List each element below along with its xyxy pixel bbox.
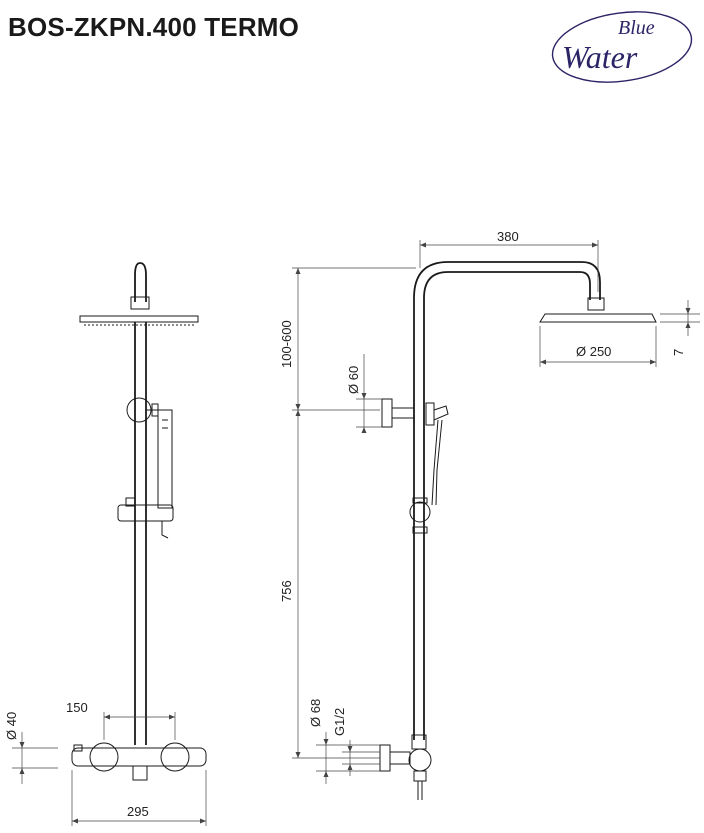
dim-holder-diameter: Ø 60 (346, 366, 361, 394)
logo-text-water: Water (562, 39, 638, 75)
product-title: BOS-ZKPN.400 TERMO (8, 12, 300, 42)
side-shower-head (539, 313, 657, 323)
dim-thread: G1/2 (332, 708, 347, 736)
dim-head-diameter: Ø 250 (576, 344, 611, 359)
side-holder-flange (381, 398, 393, 428)
logo-text-blue: Blue (618, 17, 655, 39)
side-hand-shower (433, 405, 449, 421)
dim-rail-height: 756 (279, 580, 294, 602)
blue-water-logo: Blue Water (551, 11, 693, 83)
dim-height-adjust: 100-600 (279, 320, 294, 368)
side-slider-knob (409, 501, 431, 523)
dim-head-thickness: 7 (671, 349, 686, 356)
front-right-handle (160, 742, 190, 772)
front-shower-head (79, 315, 199, 323)
front-gooseneck (134, 262, 147, 302)
side-head-connector (587, 297, 605, 311)
side-view: 380 Ø 250 7 100-600 Ø 60 (279, 229, 700, 800)
dim-arm-length: 380 (497, 229, 519, 244)
side-thermostat-knob (408, 748, 432, 772)
dim-front-diameter: Ø 40 (4, 712, 19, 740)
front-thermostat-body (71, 747, 207, 767)
front-view: 150 295 Ø 40 (4, 262, 207, 826)
front-slider-bracket (117, 504, 174, 522)
front-head-connector (130, 296, 150, 310)
front-outlet (132, 765, 148, 781)
dim-front-width-top: 150 (66, 700, 88, 715)
front-left-handle (89, 742, 119, 772)
dim-front-width-bottom: 295 (127, 804, 149, 819)
dim-flange-diameter: Ø 68 (308, 699, 323, 727)
side-shower-arm (413, 261, 601, 300)
side-wall-flange (379, 744, 391, 772)
front-hand-shower (157, 409, 173, 509)
